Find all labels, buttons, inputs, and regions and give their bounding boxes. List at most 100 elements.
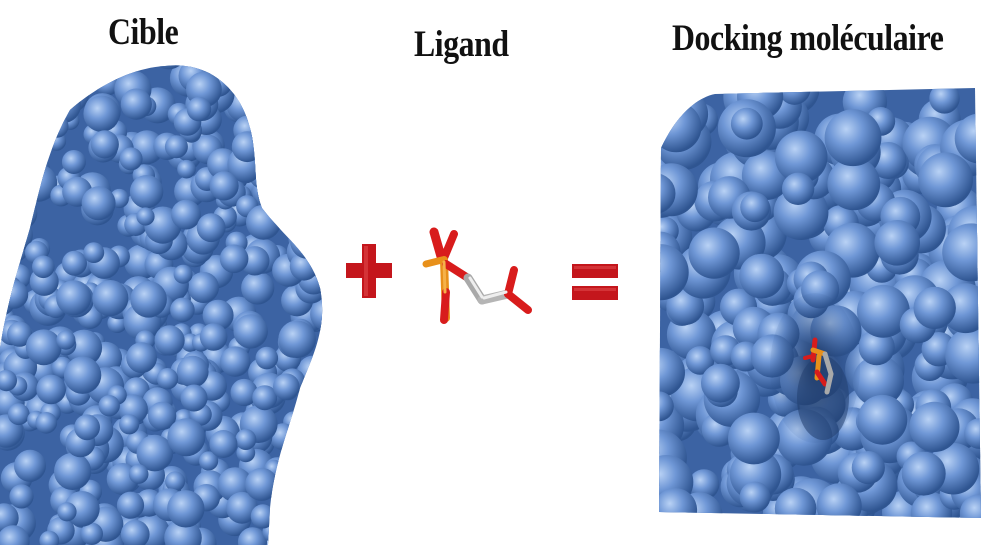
surface-atom <box>263 48 294 79</box>
surface-atom <box>268 67 288 87</box>
surface-atom <box>279 189 303 213</box>
surface-atom <box>209 430 237 458</box>
surface-atom <box>234 314 268 348</box>
surface-atom <box>74 414 100 440</box>
surface-atom <box>88 57 115 84</box>
surface-atom <box>317 381 331 406</box>
surface-atom <box>255 79 289 113</box>
surface-atom <box>9 56 47 94</box>
surface-atom <box>54 453 91 490</box>
surface-atom <box>232 131 263 162</box>
surface-atom <box>306 48 330 86</box>
surface-atom <box>308 358 330 391</box>
surface-atom <box>0 69 28 101</box>
surface-atom <box>689 228 740 279</box>
surface-atom <box>26 329 62 365</box>
surface-atom <box>0 97 32 131</box>
surface-atom <box>301 529 327 545</box>
surface-atom <box>32 256 55 279</box>
surface-atom <box>167 418 205 456</box>
surface-atom <box>189 48 210 64</box>
surface-atom <box>54 58 76 80</box>
surface-atom <box>914 287 956 329</box>
surface-atom <box>220 245 249 274</box>
surface-atom <box>0 150 22 179</box>
surface-atom <box>255 347 278 370</box>
surface-atom <box>298 120 330 153</box>
surface-atom <box>64 48 91 68</box>
surface-atom <box>32 123 57 148</box>
surface-atom <box>262 122 287 147</box>
surface-atom <box>82 186 116 220</box>
surface-atom <box>167 490 204 527</box>
surface-atom <box>304 473 325 494</box>
surface-atom <box>0 280 28 309</box>
surface-atom <box>273 373 300 400</box>
surface-atom <box>306 448 330 485</box>
surface-atom <box>129 464 149 484</box>
surface-atom <box>290 224 324 258</box>
surface-atom <box>200 323 228 351</box>
ligand-molecule-icon <box>420 212 540 342</box>
surface-atom <box>130 281 167 318</box>
surface-atom <box>46 115 69 138</box>
surface-atom <box>52 76 89 113</box>
surface-atom <box>197 213 226 242</box>
surface-atom <box>208 50 226 68</box>
surface-atom <box>19 178 39 198</box>
protein-surface-icon <box>0 48 330 545</box>
surface-atom <box>285 89 316 120</box>
plus-operator <box>345 242 393 300</box>
ligand-image <box>420 212 540 342</box>
surface-atom <box>8 151 31 174</box>
surface-atom <box>874 220 920 266</box>
surface-atom <box>188 272 219 303</box>
surface-atom <box>15 107 52 144</box>
surface-atom <box>287 481 309 503</box>
surface-atom <box>257 177 291 211</box>
surface-atom <box>62 251 87 276</box>
surface-atom <box>740 193 770 223</box>
surface-atom <box>282 124 310 152</box>
surface-atom <box>57 502 76 521</box>
surface-atom <box>278 48 308 69</box>
surface-atom <box>782 173 814 205</box>
surface-atom <box>36 412 58 434</box>
surface-atom <box>43 48 75 69</box>
surface-atom <box>281 105 314 138</box>
surface-atom <box>286 468 308 490</box>
surface-atom <box>265 120 299 154</box>
surface-atom <box>117 492 144 519</box>
surface-atom <box>29 124 53 148</box>
surface-atom <box>8 403 30 425</box>
surface-atom <box>308 147 330 173</box>
surface-atom <box>902 452 946 496</box>
surface-atom <box>310 218 330 243</box>
surface-atom <box>210 171 239 200</box>
surface-atom <box>248 48 282 71</box>
surface-atom <box>13 99 47 133</box>
surface-atom <box>212 54 230 72</box>
surface-atom <box>136 207 154 225</box>
surface-atom <box>295 195 313 213</box>
surface-atom <box>0 188 23 216</box>
surface-atom <box>181 385 208 412</box>
surface-atom <box>64 357 101 394</box>
surface-atom <box>257 79 280 102</box>
surface-atom <box>14 450 46 482</box>
surface-atom <box>310 112 330 142</box>
surface-atom <box>80 48 102 60</box>
surface-atom <box>130 175 163 208</box>
docked-complex-icon <box>655 88 985 518</box>
surface-atom <box>0 94 20 121</box>
surface-atom <box>278 321 316 359</box>
surface-atom <box>120 147 143 170</box>
surface-atom <box>247 89 279 121</box>
surface-atom <box>126 342 157 373</box>
surface-atom <box>295 142 325 172</box>
surface-atom <box>83 242 104 263</box>
equals-operator <box>570 258 620 308</box>
target-title: Cible <box>108 14 178 51</box>
surface-atom <box>99 395 120 416</box>
surface-atom <box>267 104 294 131</box>
